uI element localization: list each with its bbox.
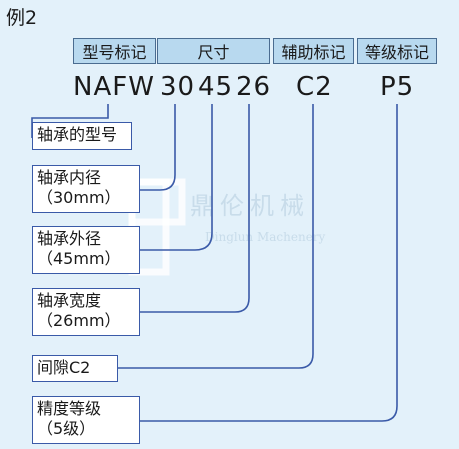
label-bearing-model: 轴承的型号: [32, 122, 132, 150]
watermark-en: Dinglun Machenery: [205, 230, 326, 244]
label-bearing-model-text: 轴承的型号: [37, 125, 118, 144]
code-model: NAFW: [73, 72, 155, 102]
header-aux-mark: 辅助标记: [273, 38, 354, 64]
code-width: 26: [236, 72, 272, 102]
label-precision: 精度等级 （5级）: [32, 396, 140, 444]
label-outer-diameter-value: （45mm）: [37, 249, 121, 268]
label-inner-diameter-value: （30mm）: [37, 188, 121, 207]
connector-precision: [140, 104, 398, 422]
code-clearance: C2: [296, 72, 333, 102]
label-width-value: （26mm）: [37, 311, 121, 330]
label-inner-diameter: 轴承内径 （30mm）: [32, 165, 140, 213]
code-inner-diameter: 30: [160, 72, 196, 102]
label-clearance: 间隙C2: [32, 355, 118, 382]
watermark-cn: 鼎伦机械: [190, 192, 310, 220]
label-width: 轴承宽度 （26mm）: [32, 288, 140, 336]
code-precision: P5: [380, 72, 415, 102]
connector-width: [140, 104, 250, 313]
label-outer-diameter-title: 轴承外径: [37, 229, 102, 248]
label-precision-title: 精度等级: [37, 399, 102, 418]
connector-outer: [140, 104, 213, 251]
header-size: 尺寸: [157, 38, 270, 64]
connector-inner: [140, 104, 176, 191]
label-clearance-text: 间隙C2: [37, 358, 91, 377]
connector-clearance: [118, 104, 314, 369]
example-title: 例2: [6, 7, 38, 29]
code-outer-diameter: 45: [198, 72, 234, 102]
label-outer-diameter: 轴承外径 （45mm）: [32, 226, 140, 274]
header-grade-mark: 等级标记: [357, 38, 437, 64]
header-model-mark: 型号标记: [73, 38, 156, 64]
label-precision-value: （5级）: [37, 419, 96, 438]
label-inner-diameter-title: 轴承内径: [37, 168, 102, 187]
label-width-title: 轴承宽度: [37, 291, 102, 310]
